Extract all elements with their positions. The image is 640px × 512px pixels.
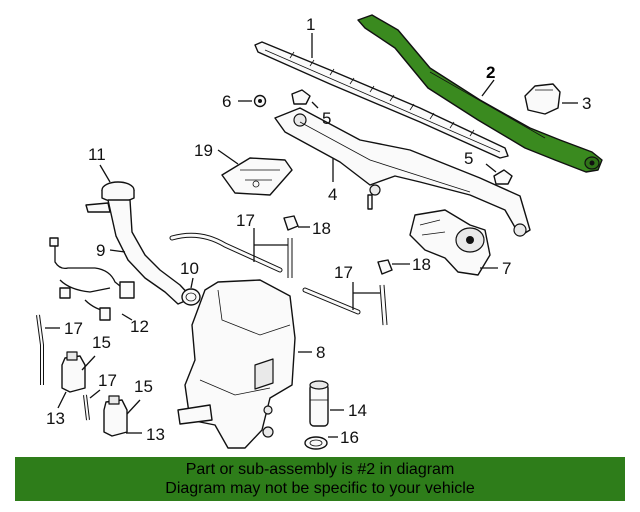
wiper-blade-part[interactable] <box>254 41 509 159</box>
callout-5-upper: 5 <box>322 109 331 128</box>
callout-5-lower: 5 <box>464 149 473 168</box>
wiper-motor-part[interactable] <box>409 209 491 276</box>
callout-16: 16 <box>340 428 359 447</box>
hose-part-lower[interactable] <box>83 394 90 421</box>
washer-reservoir-part[interactable] <box>177 279 296 449</box>
callout-2: 2 <box>486 63 495 82</box>
callout-8: 8 <box>316 343 325 362</box>
notice-line-2: Diagram may not be specific to your vehi… <box>165 480 475 497</box>
hose-part-middle[interactable] <box>302 284 388 326</box>
callout-13-right: 13 <box>146 425 165 444</box>
callout-10: 10 <box>180 259 199 278</box>
callout-1: 1 <box>306 15 315 34</box>
o-ring-part[interactable] <box>181 288 201 306</box>
callout-12: 12 <box>130 317 149 336</box>
callout-3: 3 <box>582 94 591 113</box>
seal-part-lower[interactable] <box>493 169 513 185</box>
callout-17-upper: 17 <box>236 211 255 230</box>
callout-14: 14 <box>348 401 367 420</box>
notice-line-1: Part or sub-assembly is #2 in diagram <box>185 461 455 478</box>
wiper-arm-part[interactable] <box>357 14 603 173</box>
callout-19: 19 <box>194 141 213 160</box>
callout-17-left: 17 <box>64 319 83 338</box>
reservoir-cap-part[interactable] <box>101 181 135 203</box>
windshield-wiper-diagram: 1 2 3 4 5 5 6 7 8 9 10 11 12 13 13 14 15… <box>36 14 603 450</box>
hose-part-left[interactable] <box>36 314 44 385</box>
washer-nozzle-part-left[interactable] <box>61 351 86 393</box>
connector-part-upper[interactable] <box>283 215 299 231</box>
callout-18-lower: 18 <box>412 255 431 274</box>
arm-cap-part[interactable] <box>524 83 561 115</box>
callout-18-upper: 18 <box>312 219 331 238</box>
callout-6: 6 <box>222 92 231 111</box>
nut-part[interactable] <box>253 94 267 108</box>
grommet-part[interactable] <box>304 436 328 450</box>
callout-7: 7 <box>502 259 511 278</box>
callout-9: 9 <box>96 241 105 260</box>
diagram-notice-banner: Part or sub-assembly is #2 in diagram Di… <box>15 457 625 501</box>
wiring-harness-part[interactable] <box>49 237 135 321</box>
callout-13-left: 13 <box>46 409 65 428</box>
washer-nozzle-part-right[interactable] <box>103 395 128 437</box>
callout-15-right: 15 <box>134 377 153 396</box>
seal-part-upper[interactable] <box>291 89 311 105</box>
wiper-linkage-part[interactable] <box>274 107 531 237</box>
connector-part-lower[interactable] <box>377 259 393 275</box>
callout-17-lower: 17 <box>98 371 117 390</box>
hose-part-upper[interactable] <box>169 232 293 278</box>
callout-11: 11 <box>88 145 106 164</box>
cover-part[interactable] <box>221 157 293 196</box>
callout-15-left: 15 <box>92 333 111 352</box>
callout-4: 4 <box>328 185 337 204</box>
callout-17-middle: 17 <box>334 263 353 282</box>
washer-pump-part[interactable] <box>309 380 329 427</box>
